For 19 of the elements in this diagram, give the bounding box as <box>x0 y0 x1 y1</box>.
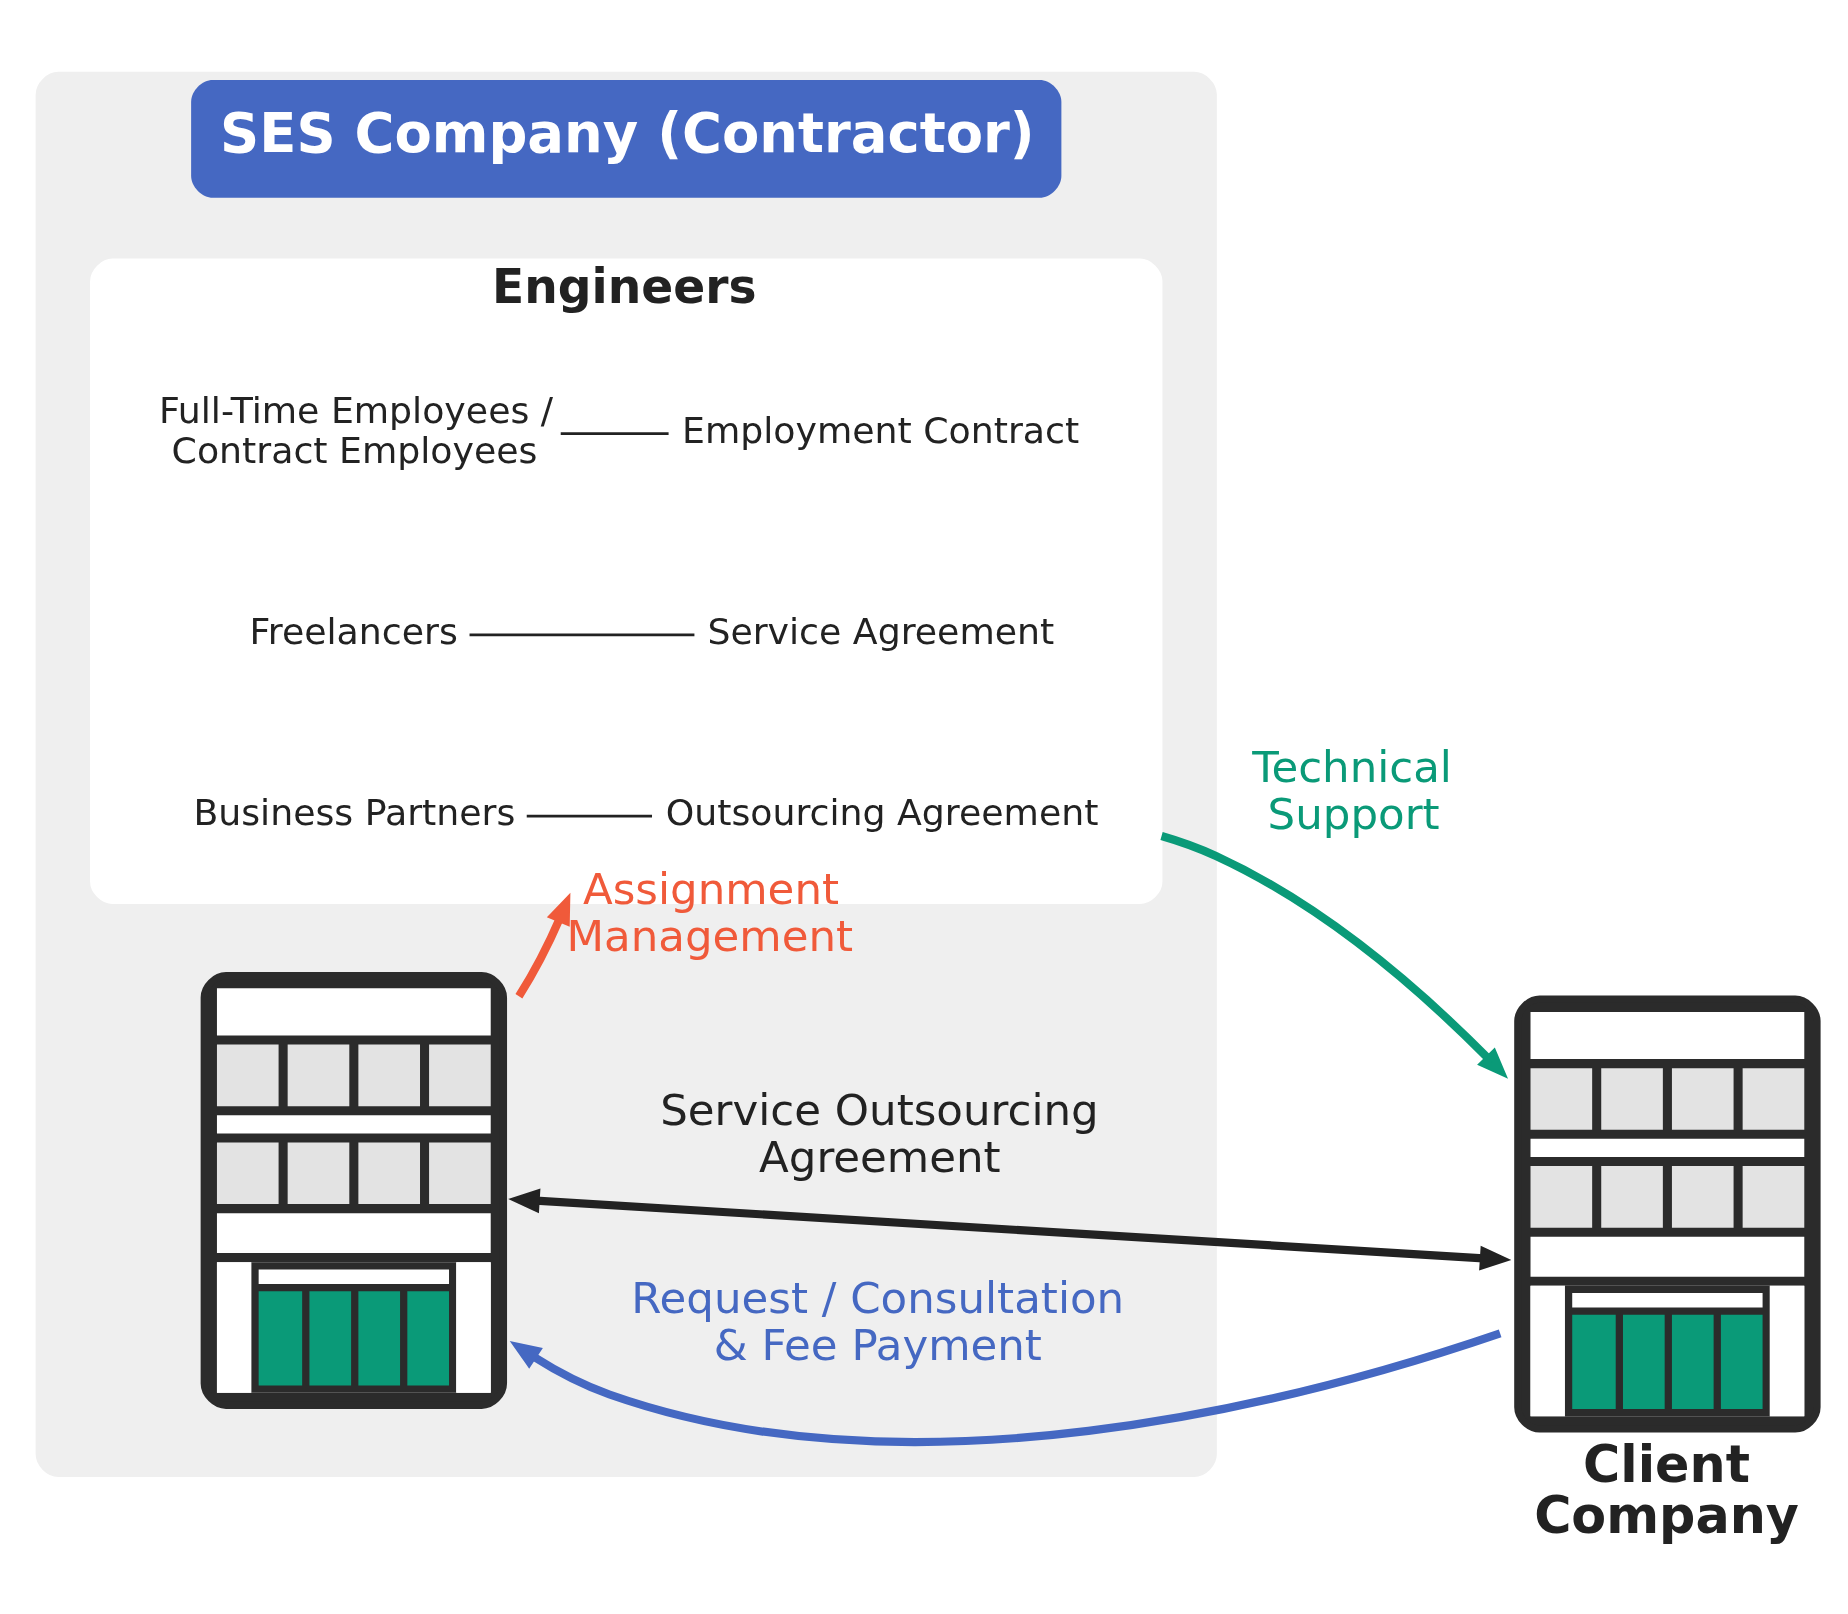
node-text: Full-Time Employees / Contract Employees <box>158 388 554 472</box>
edge-label: Request / Consultation & Fee Payment <box>631 1272 1125 1370</box>
edge-label: Assignment Management <box>566 863 854 961</box>
arrow <box>509 1328 1502 1446</box>
arrow <box>1160 831 1509 1079</box>
arrow <box>508 1187 1512 1271</box>
node-text: Business Partners <box>193 790 516 834</box>
node-label: Client Company <box>1534 1434 1799 1545</box>
arrow <box>515 892 571 998</box>
node-text: Outsourcing Agreement <box>665 790 1099 834</box>
node-text: Freelancers <box>249 609 458 653</box>
edge-label: Technical Support <box>1252 741 1452 839</box>
node-text: Employment Contract <box>682 408 1080 452</box>
edge-label: Service Outsourcing Agreement <box>660 1084 1099 1182</box>
connector <box>526 814 652 817</box>
connector <box>560 431 669 435</box>
node-text: Service Agreement <box>707 609 1055 653</box>
connector <box>469 632 695 636</box>
node-picture <box>200 971 508 1409</box>
